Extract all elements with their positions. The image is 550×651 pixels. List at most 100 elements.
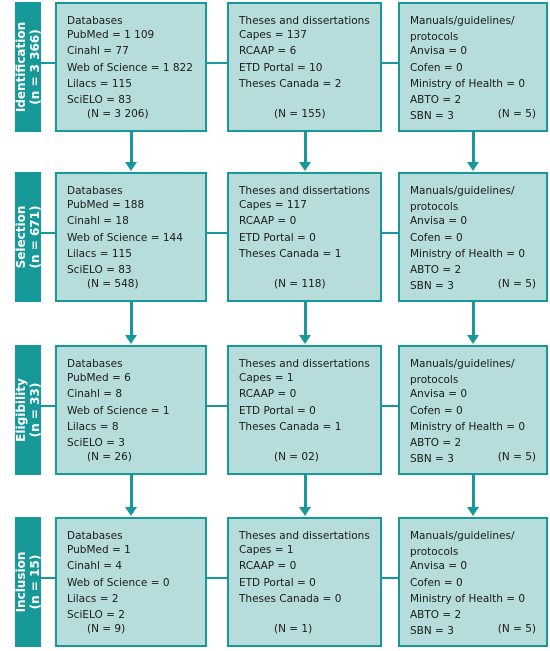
count-line: RCAAP = 0 [239,215,297,228]
box-heading: Databases [67,530,123,542]
total-count: (N = 548) [87,278,139,290]
count-line: Ministry of Health = 0 [410,420,526,433]
count-line: SBN = 3 [410,453,454,466]
count-line: Cofen = 0 [410,231,463,244]
total-count: (N = 118) [274,278,326,290]
box-heading: Theses and dissertations [239,185,370,197]
stage-bar: Identification (n = 3 366) [14,2,42,132]
count-line: Ministry of Health = 0 [410,77,526,90]
count-line: Lilacs = 8 [67,420,119,433]
count-line: Web of Science = 1 [67,404,170,417]
count-line: Cinahl = 4 [67,560,123,573]
total-count: (N = 1) [274,623,313,635]
total-count: (N = 5) [497,623,536,635]
down-arrow [467,475,479,516]
count-line: RCAAP = 0 [239,560,297,573]
box-heading: Databases [67,185,123,197]
count-line: Ministry of Health = 0 [410,247,526,260]
count-line: Capes = 1 [239,372,294,385]
count-line: RCAAP = 6 [239,45,297,58]
box-heading: Theses and dissertations [239,530,370,542]
down-arrow [125,475,137,516]
count-line: Lilacs = 115 [67,247,132,260]
count-line: PubMed = 1 [67,544,131,557]
count-line: Cinahl = 77 [67,45,129,58]
count-line: ABTO = 2 [410,437,462,449]
total-count: (N = 5) [497,278,536,290]
count-line: Cofen = 0 [410,404,463,417]
down-arrow [298,302,311,344]
count-line: SciELO = 83 [67,94,132,106]
count-line: ETD Portal = 0 [239,576,316,589]
count-line: Anvisa = 0 [410,215,468,228]
total-count: (N = 26) [87,451,132,463]
total-count: (N = 3 206) [87,108,149,120]
down-arrow [298,475,311,516]
count-line: Capes = 117 [239,199,307,212]
stage-label: Selection (n = 671) [14,205,42,269]
box-heading: Manuals/guidelines/ protocols [410,530,515,559]
count-line: Theses Canada = 2 [239,77,342,90]
count-line: RCAAP = 0 [239,388,297,401]
box-heading: Databases [67,358,123,370]
stage-bar: Eligibility (n = 33) [14,345,42,475]
down-arrow [125,302,137,344]
count-line: ETD Portal = 10 [239,61,323,74]
count-line: Web of Science = 0 [67,576,170,589]
stage-label: Eligibility (n = 33) [14,378,42,442]
count-line: SciELO = 83 [67,264,132,276]
down-arrow [467,302,479,344]
count-line: Capes = 1 [239,544,294,557]
down-arrow [298,132,311,171]
count-line: PubMed = 6 [67,372,131,385]
count-line: Lilacs = 115 [67,77,132,90]
count-line: SciELO = 3 [67,437,125,449]
count-line: Cofen = 0 [410,576,463,589]
count-line: PubMed = 1 109 [67,29,155,42]
count-line: ETD Portal = 0 [239,231,316,244]
box-heading: Theses and dissertations [239,15,370,27]
total-count: (N = 5) [497,108,536,120]
count-line: Web of Science = 144 [67,231,183,244]
count-line: Cofen = 0 [410,61,463,74]
down-arrow [125,132,137,171]
total-count: (N = 155) [274,108,326,120]
count-line: SciELO = 2 [67,609,125,621]
count-line: Cinahl = 18 [67,215,129,228]
box-heading: Theses and dissertations [239,358,370,370]
count-line: Anvisa = 0 [410,388,468,401]
count-line: ABTO = 2 [410,264,462,276]
box-heading: Databases [67,15,123,27]
count-line: ABTO = 2 [410,94,462,106]
count-line: Anvisa = 0 [410,45,468,58]
count-line: PubMed = 188 [67,199,145,212]
down-arrow [467,132,479,171]
count-line: Anvisa = 0 [410,560,468,573]
stage-label: Identification (n = 3 366) [14,21,42,113]
count-line: Theses Canada = 1 [239,420,342,433]
stage-bar: Inclusion (n = 15) [14,517,42,647]
count-line: Theses Canada = 0 [239,592,342,605]
box-heading: Manuals/guidelines/ protocols [410,358,515,387]
total-count: (N = 9) [87,623,126,635]
count-line: Theses Canada = 1 [239,247,342,260]
count-line: Web of Science = 1 822 [67,61,193,74]
box-heading: Manuals/guidelines/ protocols [410,15,515,44]
count-line: ABTO = 2 [410,609,462,621]
count-line: SBN = 3 [410,625,454,638]
total-count: (N = 02) [274,451,319,463]
count-line: ETD Portal = 0 [239,404,316,417]
count-line: Capes = 137 [239,29,307,42]
count-line: Lilacs = 2 [67,592,119,605]
